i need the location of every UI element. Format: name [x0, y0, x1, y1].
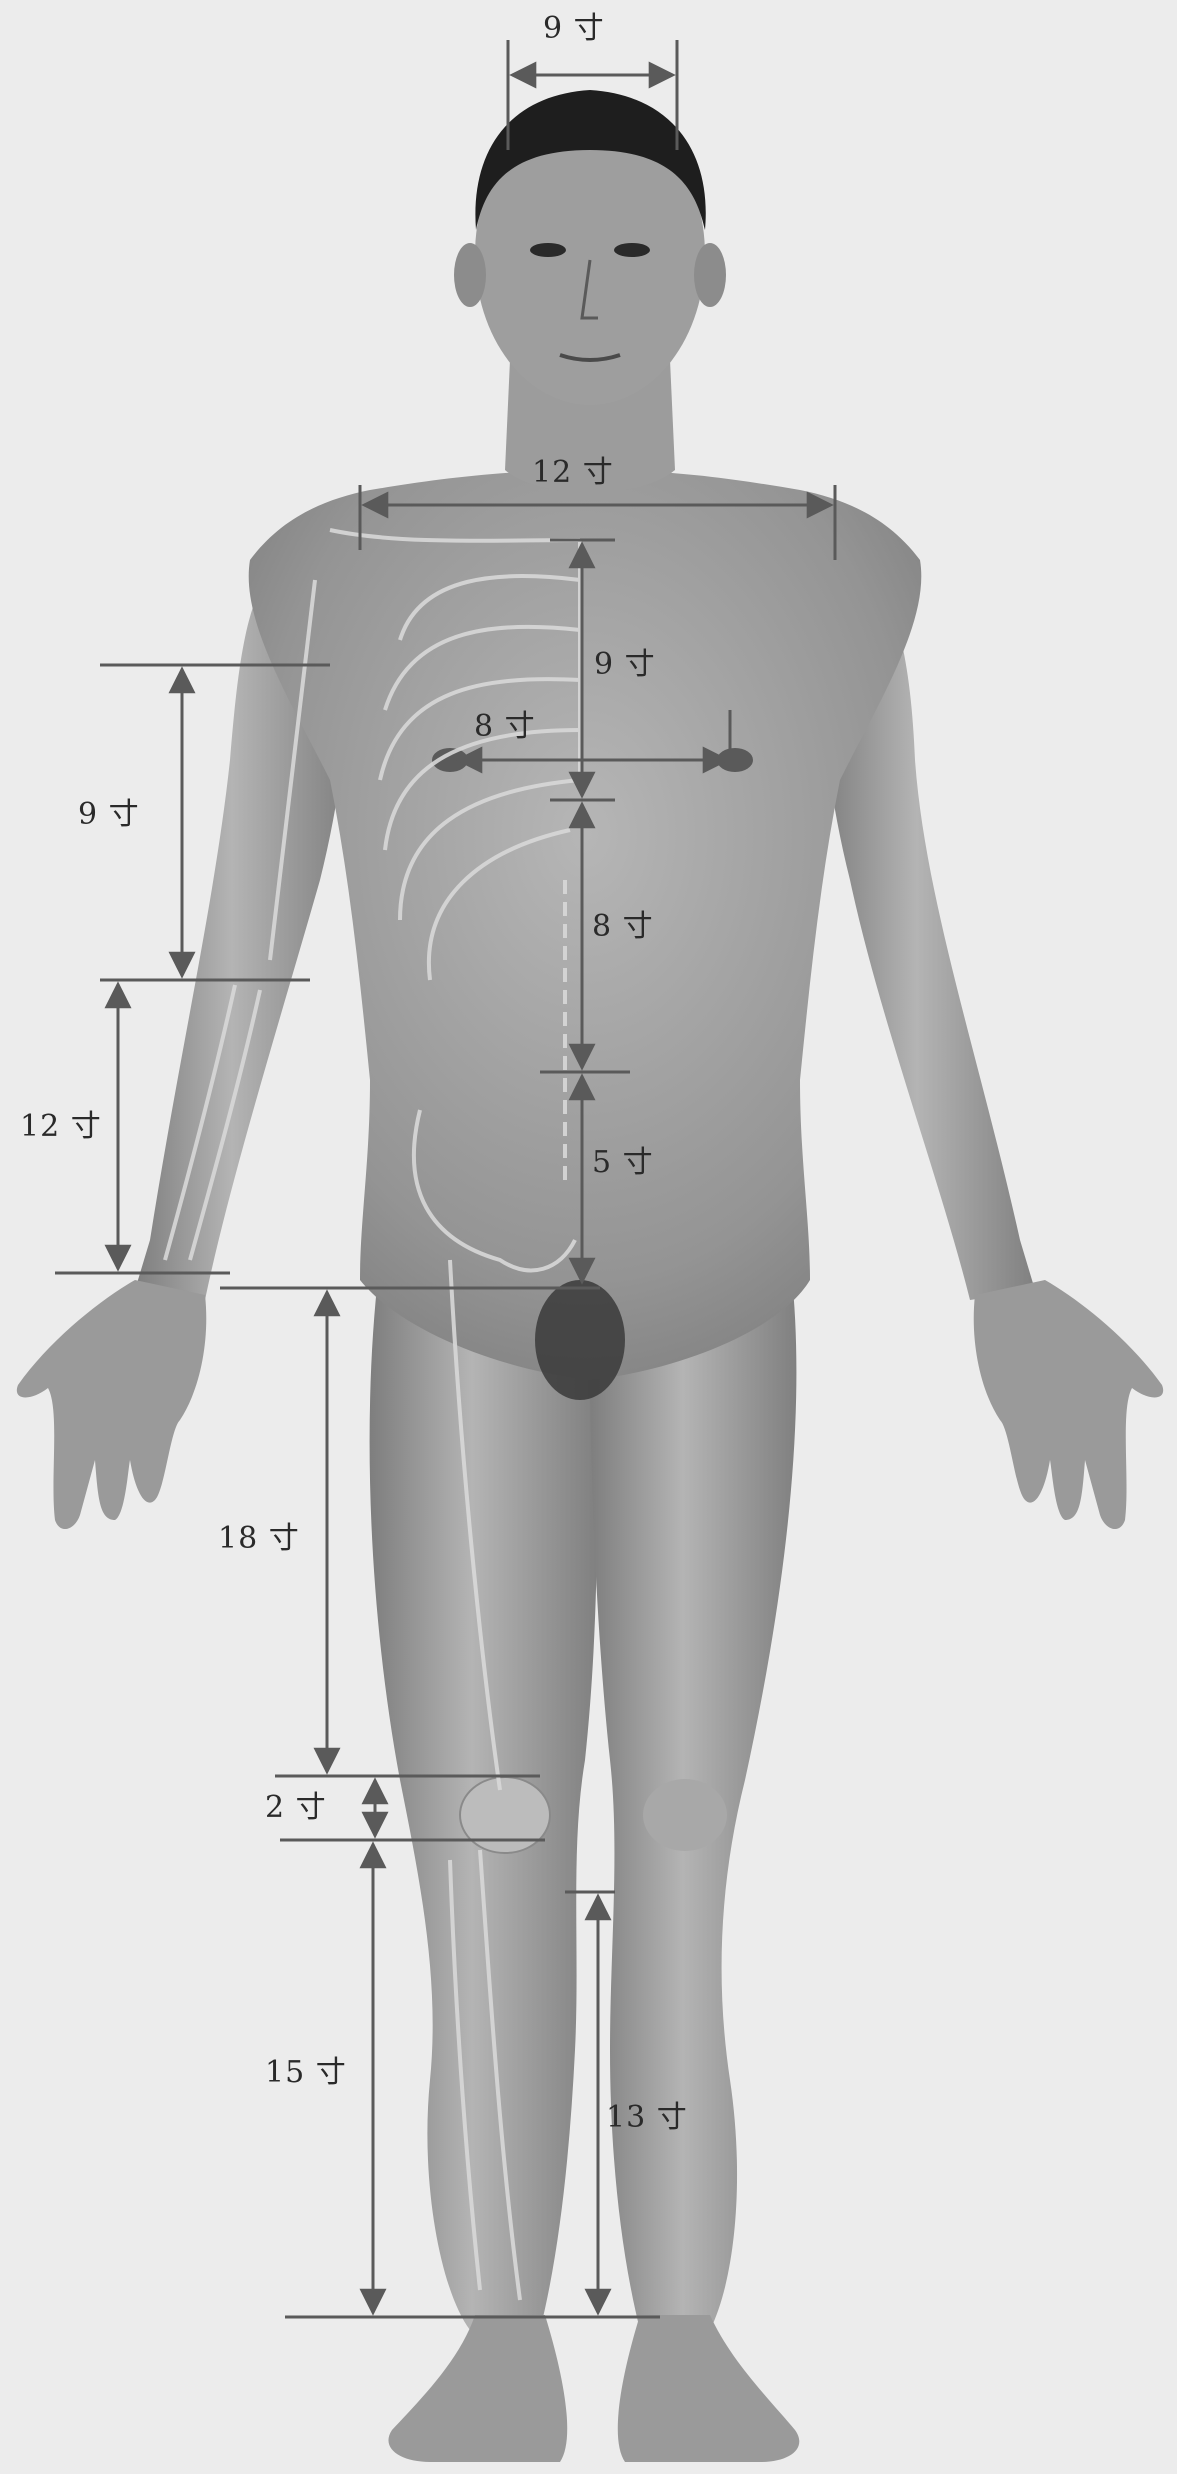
chest-height-label: 9 寸 — [594, 650, 656, 680]
body-silhouette — [17, 90, 1163, 2462]
left-hand — [17, 1280, 206, 1529]
lower-leg-outer-label: 13 寸 — [606, 2103, 688, 2133]
thigh-label: 18 寸 — [218, 1524, 300, 1554]
left-kneecap — [460, 1777, 550, 1853]
forearm-label: 12 寸 — [20, 1112, 102, 1142]
groin — [535, 1280, 625, 1400]
right-ear — [694, 243, 726, 307]
nipple-width-label: 8 寸 — [474, 712, 536, 742]
torso — [249, 470, 922, 1380]
left-ear — [454, 243, 486, 307]
right-foot — [618, 2315, 800, 2462]
right-eye — [614, 243, 650, 257]
left-foot — [388, 2315, 567, 2462]
left-eye — [530, 243, 566, 257]
upper-abdomen-label: 8 寸 — [592, 912, 654, 942]
lower-abdomen-label: 5 寸 — [592, 1148, 654, 1178]
head-width-label: 9 寸 — [543, 14, 605, 44]
shoulder-width-label: 12 寸 — [532, 458, 614, 488]
lower-leg-inner-label: 15 寸 — [265, 2058, 347, 2088]
knee-label: 2 寸 — [265, 1793, 327, 1823]
right-kneecap — [643, 1779, 727, 1851]
right-hand — [974, 1280, 1163, 1529]
upper-arm-label: 9 寸 — [78, 800, 140, 830]
